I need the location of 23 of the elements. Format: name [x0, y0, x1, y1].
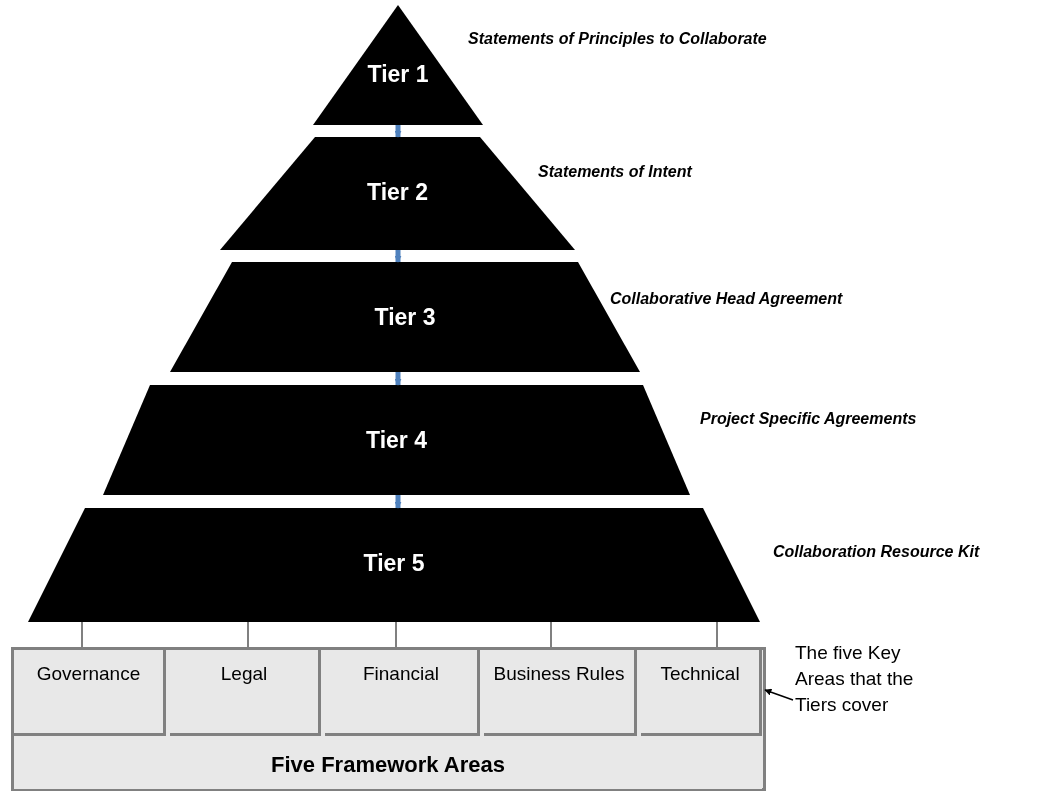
area-box: Technical — [641, 650, 762, 736]
tier-description: Collaboration Resource Kit — [773, 542, 980, 562]
arrow — [764, 688, 794, 701]
note-text: The five Key Areas that the Tiers cover — [795, 640, 945, 720]
arrow — [394, 372, 402, 386]
connector-line — [395, 621, 397, 649]
area-box: Financial — [325, 650, 480, 736]
arrow — [394, 125, 402, 138]
area-box: Governance — [14, 650, 166, 736]
arrow — [394, 250, 402, 263]
tier-description: Statements of Intent — [538, 162, 692, 182]
connector-line — [716, 621, 718, 649]
connector-line — [81, 621, 83, 649]
tier-description: Collaborative Head Agreement — [610, 289, 843, 309]
connector-line — [550, 621, 552, 649]
tier-description: Statements of Principles to Collaborate — [468, 29, 767, 49]
area-box: Business Rules — [484, 650, 637, 736]
tier-trapezoid: Tier 4 — [103, 385, 690, 495]
tier-trapezoid: Tier 5 — [28, 508, 760, 622]
connector-line — [247, 621, 249, 649]
arrow — [394, 495, 402, 509]
area-box: Legal — [170, 650, 321, 736]
tier-description: Project Specific Agreements — [700, 409, 917, 429]
